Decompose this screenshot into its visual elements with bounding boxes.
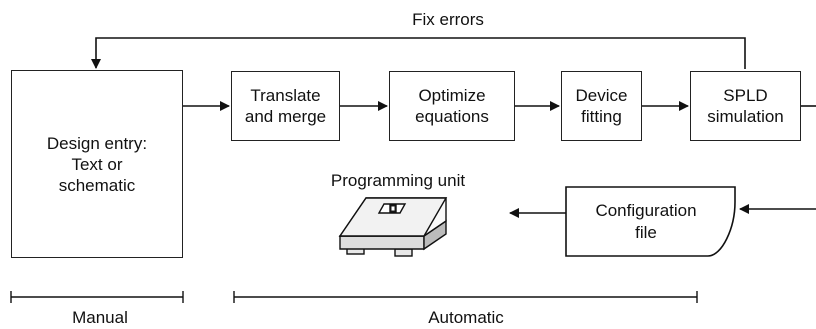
optimize-equations-text: Optimize equations — [415, 86, 489, 126]
manual-range-bracket — [10, 291, 184, 303]
spld-simulation-text: SPLD simulation — [707, 86, 784, 126]
configuration-file-shape — [565, 186, 736, 257]
device-fitting-text: Device fitting — [575, 86, 628, 126]
design-entry-box: Design entry: Text or schematic — [11, 70, 183, 258]
spld-simulation-box: SPLD simulation — [690, 71, 801, 141]
programming-unit-icon — [338, 197, 448, 257]
device-fitting-box: Device fitting — [561, 71, 642, 141]
translate-merge-box: Translate and merge — [231, 71, 340, 141]
optimize-equations-box: Optimize equations — [389, 71, 515, 141]
fix-errors-label: Fix errors — [412, 10, 484, 29]
automatic-label: Automatic — [428, 308, 504, 327]
programming-unit-label: Programming unit — [330, 171, 466, 190]
fix-errors-arrow — [91, 37, 746, 69]
translate-merge-text: Translate and merge — [244, 86, 327, 126]
automatic-range-bracket — [233, 291, 698, 303]
manual-label: Manual — [72, 308, 128, 327]
configuration-file-label: Configuration file — [595, 201, 697, 242]
design-entry-text: Design entry: Text or schematic — [46, 133, 148, 195]
